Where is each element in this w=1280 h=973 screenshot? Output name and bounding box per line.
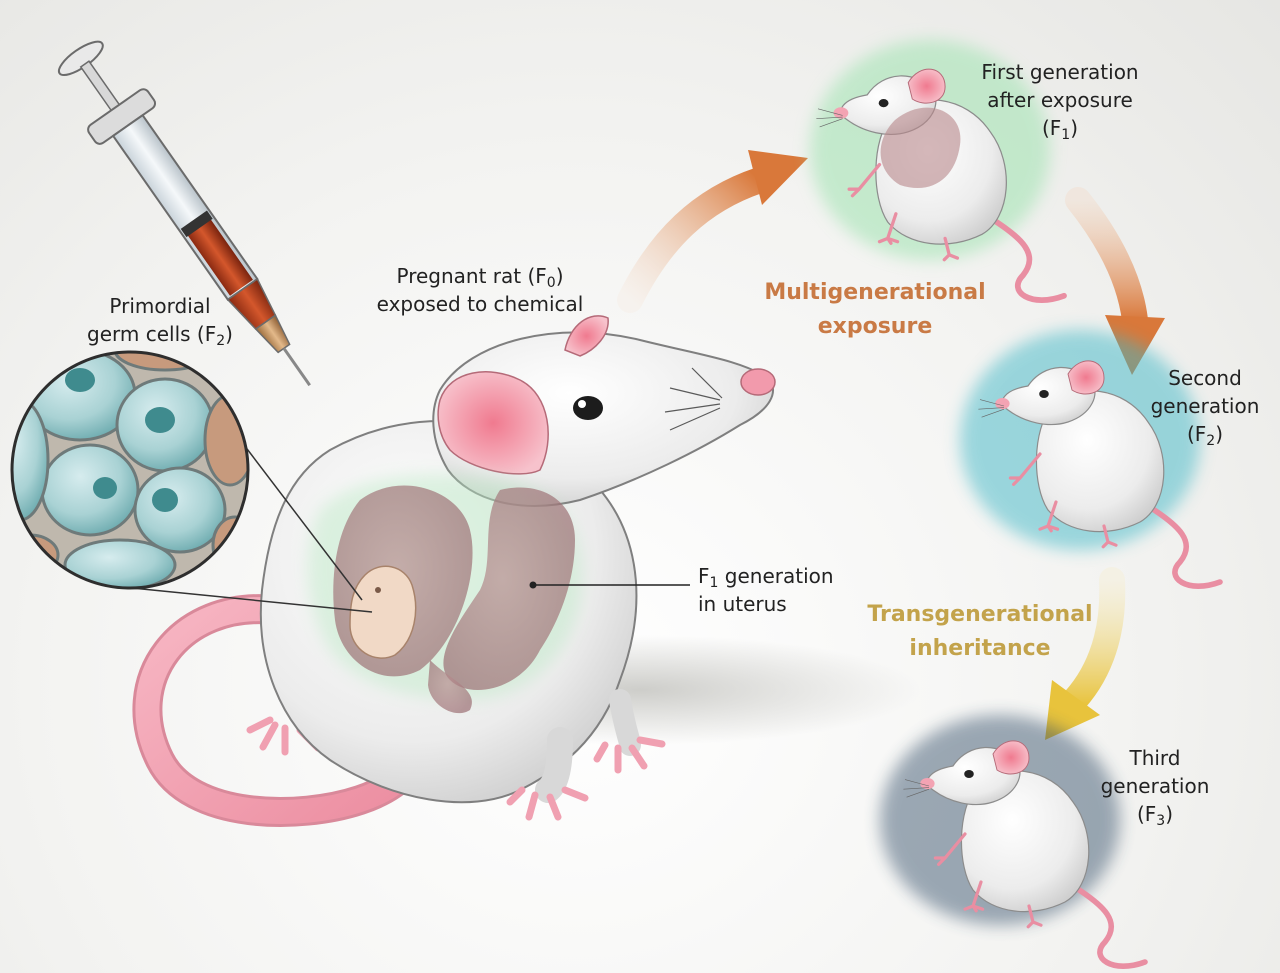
syringe-icon xyxy=(57,40,311,387)
f2-rat-icon xyxy=(960,330,1220,586)
transgenerational-arrow xyxy=(1045,567,1126,740)
f3-rat-icon xyxy=(880,715,1145,966)
multigenerational-arrow-1 xyxy=(617,150,808,313)
germ-cells-callout-lines xyxy=(131,419,373,613)
f1-rat-icon xyxy=(810,40,1064,300)
f3-label: Third generation (F3) xyxy=(1100,746,1210,829)
transgenerational-heading: Transgenerational inheritance xyxy=(867,602,1093,661)
f1-label: First generation after exposure (F1) xyxy=(981,60,1139,143)
f1-uterus-pointer xyxy=(529,581,690,589)
germ-cells-label: Primordial germ cells (F2) xyxy=(87,294,233,349)
f0-rat-label: Pregnant rat (F0) exposed to chemical xyxy=(376,264,584,316)
pregnant-rat-icon xyxy=(132,315,776,827)
f1-uterus-label: F1 generation in uterus xyxy=(698,564,834,616)
germ-cells-icon xyxy=(10,350,250,590)
multigenerational-heading: Multigenerational exposure xyxy=(764,280,986,339)
f2-label: Second generation (F2) xyxy=(1150,366,1260,449)
